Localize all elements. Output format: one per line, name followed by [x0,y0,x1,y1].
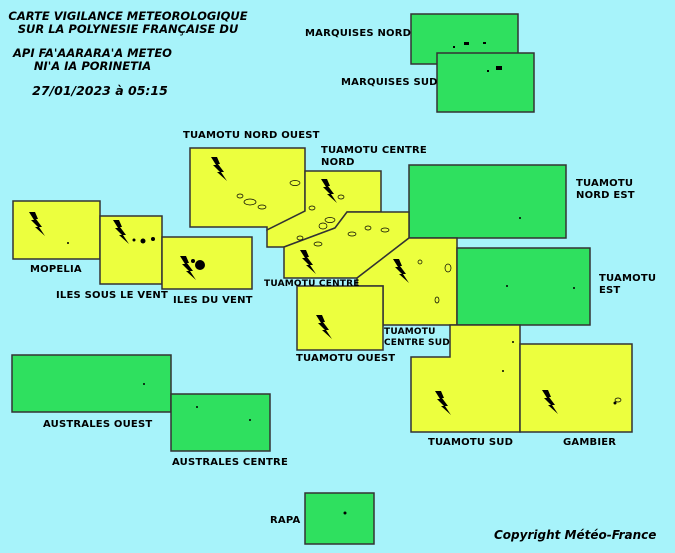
label-tuamotu-centre-sud-2: CENTRE SUD [384,338,450,348]
zone-iles-du-vent[interactable] [161,236,253,290]
map-title-line2: SUR LA POLYNESIE FRANÇAISE DU [17,22,239,36]
copyright-notice: Copyright Météo-France [494,528,657,542]
zone-iles-sous-le-vent[interactable] [99,215,163,285]
map-title-line1: CARTE VIGILANCE METEOROLOGIQUE [8,9,248,23]
map-subtitle-line1: API FA'AARARA'A METEO [13,46,172,60]
zone-gambier[interactable] [519,343,633,433]
label-australes-centre: AUSTRALES CENTRE [172,457,288,468]
label-tuamotu-est-2: EST [599,285,621,296]
label-tuamotu-nord-est-1: TUAMOTU [576,178,634,189]
label-gambier: GAMBIER [563,437,617,448]
island-marks [67,217,617,515]
zone-tuamotu-nord-est[interactable] [408,164,567,239]
label-rapa: RAPA [270,515,301,526]
zone-tuamotu-ouest[interactable] [296,285,384,351]
label-marquises-sud: MARQUISES SUD [341,77,438,88]
label-australes-ouest: AUSTRALES OUEST [43,419,153,430]
marquises-islands [453,42,502,72]
label-tuamotu-nord-ouest: TUAMOTU NORD OUEST [183,130,320,141]
label-tuamotu-sud: TUAMOTU SUD [428,437,514,448]
label-tuamotu-centre-nord-1: TUAMOTU CENTRE [321,145,427,156]
label-marquises-nord: MARQUISES NORD [305,28,412,39]
label-tuamotu-centre-nord-2: NORD [321,157,355,168]
zone-tuamotu-sud[interactable] [410,324,521,433]
label-tuamotu-ouest: TUAMOTU OUEST [296,353,396,364]
zone-tuamotu-nord-ouest[interactable] [189,147,306,232]
zone-rapa[interactable] [304,492,375,545]
atoll-outlines [236,180,622,403]
zone-mopelia[interactable] [12,200,101,260]
label-tuamotu-nord-est-2: NORD EST [576,190,635,201]
map-datetime: 27/01/2023 à 05:15 [32,83,168,98]
label-iles-sous-le-vent: ILES SOUS LE VENT [56,290,168,301]
label-tuamotu-centre-sud-1: TUAMOTU [384,327,436,337]
zone-australes-centre[interactable] [170,393,271,452]
label-iles-du-vent: ILES DU VENT [173,295,253,306]
zone-tuamotu-est[interactable] [456,247,591,326]
label-mopelia: MOPELIA [30,264,82,275]
zone-australes-ouest[interactable] [11,354,172,413]
label-tuamotu-est-1: TUAMOTU [599,273,657,284]
label-tuamotu-centre: TUAMOTU CENTRE [264,279,360,289]
map-subtitle-line2: NI'A IA PORINETIA [33,59,152,73]
